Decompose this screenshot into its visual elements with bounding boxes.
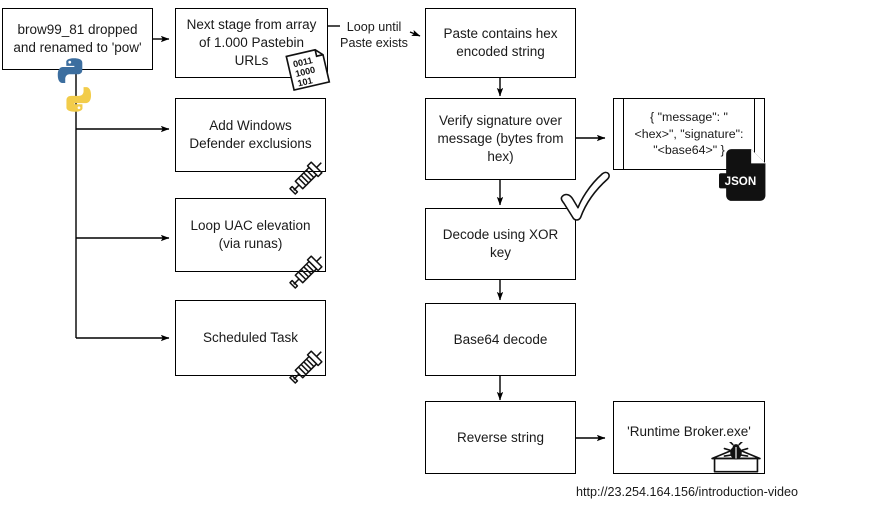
node-uac-elevation[interactable]: Loop UAC elevation (via runas) <box>175 198 326 272</box>
python-logo-icon <box>44 55 106 115</box>
node-verify-signature-label: Verify signature over message (bytes fro… <box>437 113 564 164</box>
node-scheduled-task[interactable]: Scheduled Task <box>175 300 326 376</box>
node-reverse-string-label: Reverse string <box>456 429 545 445</box>
predefined-process-bar-left <box>623 99 624 169</box>
node-defender-exclusions-label: Add Windows Defender exclusions <box>189 118 312 151</box>
json-file-icon: JSON <box>719 147 769 203</box>
svg-text:JSON: JSON <box>725 175 757 188</box>
binary-file-icon: 0011 1000 101 <box>283 47 333 93</box>
syringe-icon <box>285 154 330 199</box>
node-base64-decode[interactable]: Base64 decode <box>425 303 576 376</box>
edge-label-loop-until-paste-exists: Loop until Paste exists <box>340 20 408 51</box>
node-paste-contains-hex[interactable]: Paste contains hex encoded string <box>425 8 576 78</box>
node-drop-label: brow99_81 dropped and renamed to 'pow' <box>13 22 142 55</box>
node-scheduled-task-label: Scheduled Task <box>202 330 299 346</box>
predefined-process-bar-right <box>754 99 755 169</box>
node-xor-decode-label: Decode using XOR key <box>442 227 559 260</box>
node-json-payload-label: { "message": " <hex>", "signature": "<ba… <box>634 110 744 158</box>
node-verify-signature[interactable]: Verify signature over message (bytes fro… <box>425 98 576 180</box>
node-base64-decode-label: Base64 decode <box>453 331 548 347</box>
node-reverse-string[interactable]: Reverse string <box>425 401 576 474</box>
node-uac-elevation-label: Loop UAC elevation (via runas) <box>190 218 311 251</box>
syringe-icon <box>285 248 330 293</box>
node-defender-exclusions[interactable]: Add Windows Defender exclusions <box>175 98 326 172</box>
node-runtime-broker-label: 'Runtime Broker.exe' <box>627 423 751 439</box>
syringe-icon <box>285 343 330 388</box>
node-paste-contains-hex-label: Paste contains hex encoded string <box>443 26 558 59</box>
svg-text:1000: 1000 <box>294 65 316 79</box>
node-xor-decode[interactable]: Decode using XOR key <box>425 208 576 280</box>
checkmark-icon <box>557 168 613 223</box>
svg-text:101: 101 <box>297 75 314 88</box>
source-url-caption: http://23.254.164.156/introduction-video <box>576 485 798 499</box>
edge-loop-to-paste <box>409 29 421 37</box>
node-next-stage-label: Next stage from array of 1.000 Pastebin … <box>186 17 317 68</box>
svg-text:0011: 0011 <box>292 55 313 69</box>
trojan-bug-icon <box>707 442 765 475</box>
